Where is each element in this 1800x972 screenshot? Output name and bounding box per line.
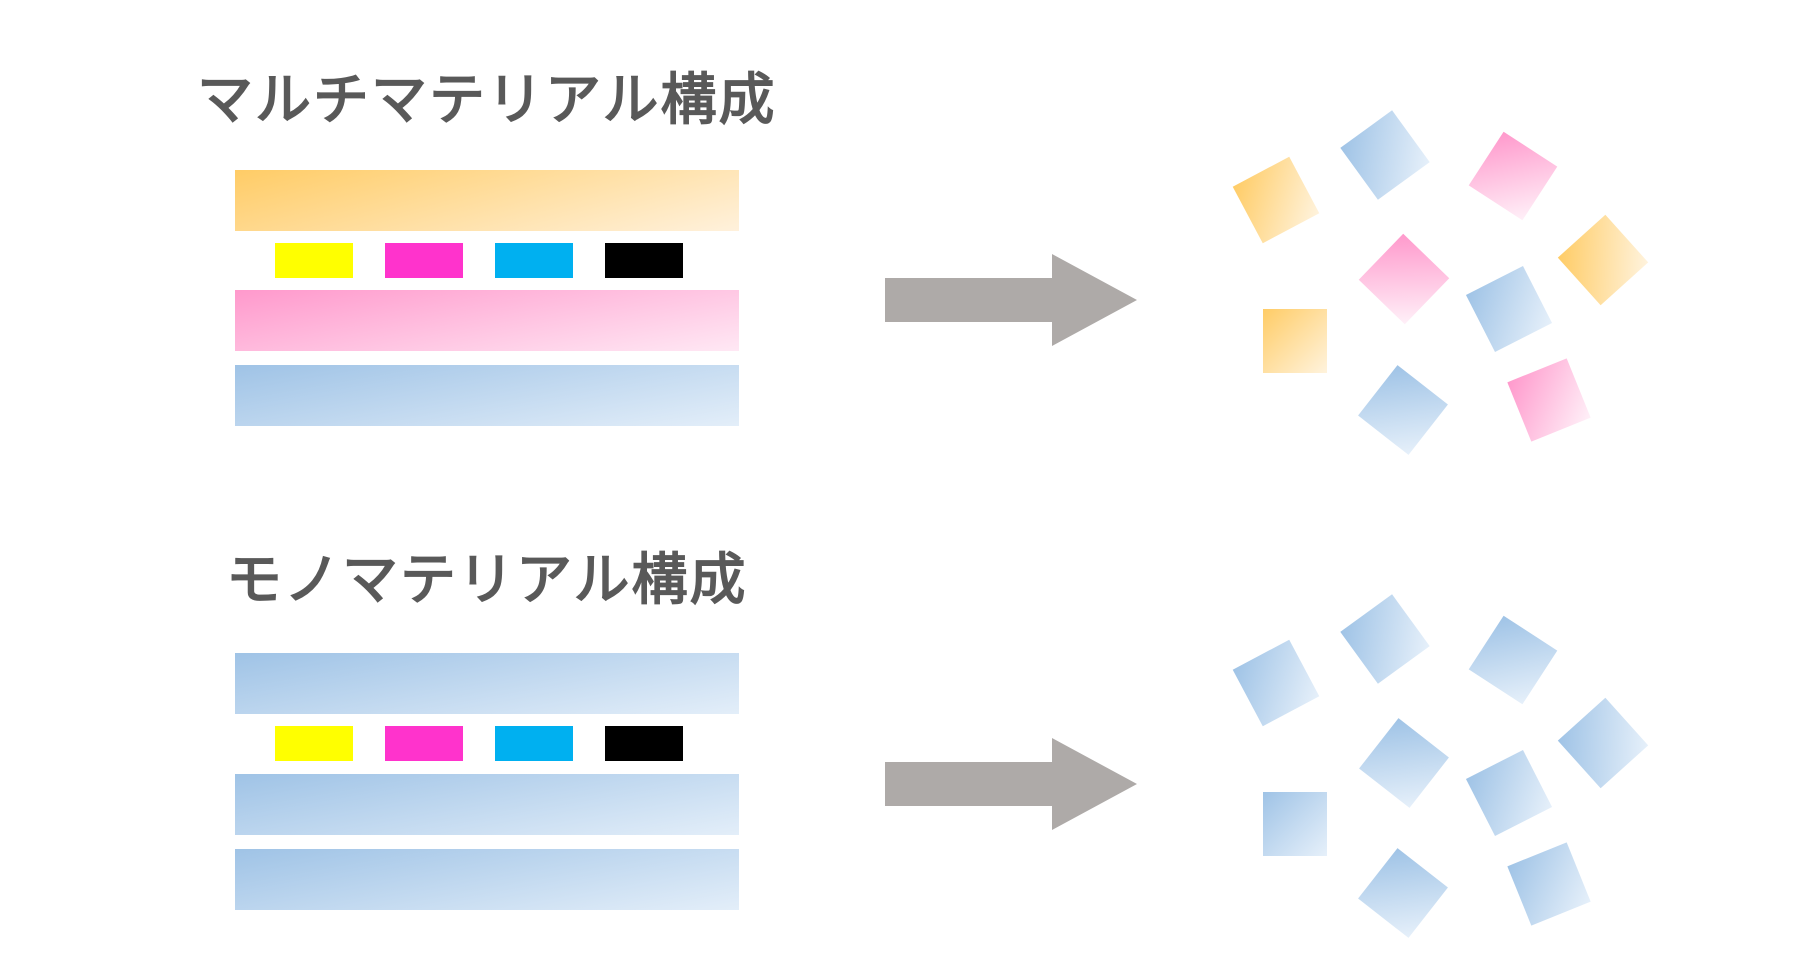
ink-cyan <box>495 243 573 278</box>
fragment-orange <box>1263 309 1327 373</box>
fragment-pink <box>1358 233 1450 325</box>
blue-film-layer <box>235 365 739 426</box>
ink-magenta <box>385 726 463 761</box>
fragment-blue <box>1263 792 1327 856</box>
blue-film-layer <box>235 774 739 835</box>
orange-film-layer <box>235 170 739 231</box>
fragment-blue <box>1232 639 1320 727</box>
ink-black <box>605 726 683 761</box>
fragment-blue <box>1465 265 1553 353</box>
fragment-blue <box>1359 718 1449 808</box>
fragment-blue <box>1465 749 1553 837</box>
fragment-blue <box>1340 110 1430 200</box>
fragment-blue <box>1358 365 1448 455</box>
fragment-blue <box>1358 848 1448 938</box>
fragment-blue <box>1557 697 1649 789</box>
pink-film-layer <box>235 290 739 351</box>
ink-black <box>605 243 683 278</box>
fragment-blue <box>1507 842 1591 926</box>
ink-magenta <box>385 243 463 278</box>
mono-material-title: モノマテリアル構成 <box>226 548 748 613</box>
ink-yellow <box>275 243 353 278</box>
fragment-pink <box>1507 358 1591 442</box>
fragment-pink <box>1468 131 1558 221</box>
fragment-orange <box>1557 214 1649 306</box>
blue-film-layer <box>235 849 739 910</box>
multi-material-title: マルチマテリアル構成 <box>197 68 777 133</box>
ink-cyan <box>495 726 573 761</box>
blue-film-layer <box>235 653 739 714</box>
fragment-blue <box>1340 594 1430 684</box>
ink-yellow <box>275 726 353 761</box>
fragment-blue <box>1468 615 1558 705</box>
fragment-orange <box>1232 156 1320 244</box>
